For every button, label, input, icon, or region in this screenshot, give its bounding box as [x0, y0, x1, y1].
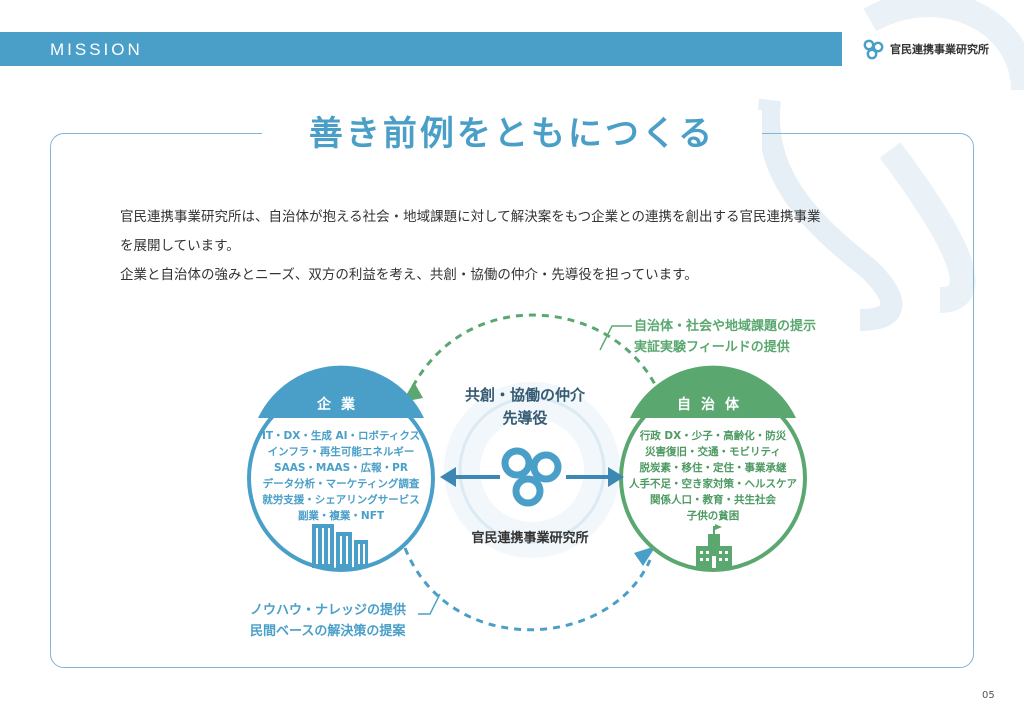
- municipality-title-band: [630, 365, 796, 418]
- city-hall-icon: [696, 524, 732, 568]
- top-flow-annotation: 自治体・社会や地域課題の提示 実証実験フィールドの提供: [634, 316, 816, 358]
- triple-ring-icon: [863, 39, 884, 60]
- center-heading-line: 共創・協働の仲介: [464, 386, 585, 404]
- center-org-name: 官民連携事業研究所: [471, 531, 589, 546]
- left-arrowhead: [440, 467, 456, 487]
- annotation-line: 自治体・社会や地域課題の提示: [634, 319, 817, 334]
- top-leader-line: [599, 325, 632, 351]
- office-buildings-icon: [312, 524, 368, 568]
- company-item: インフラ・再生可能エネルギー: [267, 446, 415, 458]
- bottom-leader-line: [418, 593, 441, 615]
- municipality-item: 人手不足・空き家対策・ヘルスケア: [629, 478, 797, 490]
- description-line: 官民連携事業研究所は、自治体が抱える社会・地域課題に対して解決案をもつ企業との連…: [120, 209, 821, 225]
- company-item: 就労支援・シェアリングサービス: [262, 494, 420, 506]
- municipality-item: 脱炭素・移住・定住・事業承継: [639, 462, 787, 474]
- company-item: データ分析・マーケティング調査: [262, 478, 420, 490]
- annotation-line: 民間ベースの解決策の提案: [250, 624, 406, 639]
- center-heading-line: 先導役: [502, 409, 548, 427]
- municipality-item: 災害復旧・交通・モビリティ: [645, 446, 781, 458]
- page-title: 善き前例をともにつくる: [308, 114, 716, 154]
- company-item: SAAS・MAAS・広報・PR: [274, 462, 408, 474]
- municipality-item: 子供の貧困: [686, 510, 740, 522]
- municipality-title-box: 自治体: [633, 394, 793, 414]
- bottom-flow-annotation: ノウハウ・ナレッジの提供 民間ベースの解決策の提案: [250, 600, 406, 642]
- company-title-box: 企業: [261, 394, 421, 414]
- company-item: IT・DX・生成 AI・ロボティクス: [261, 430, 421, 442]
- municipality-item: 関係人口・教育・共生社会: [650, 494, 776, 506]
- headline-wrap: 善き前例をともにつくる: [262, 110, 762, 158]
- center-heading: 共創・協働の仲介 先導役: [430, 384, 620, 430]
- municipality-item: 行政 DX・少子・高齢化・防災: [639, 430, 787, 442]
- description-line: を展開しています。: [120, 238, 240, 254]
- center-ring: [458, 396, 606, 544]
- company-title-band: [258, 365, 424, 418]
- triple-ring-icon: [501, 447, 562, 507]
- brand-name: 官民連携事業研究所: [890, 43, 989, 56]
- annotation-line: ノウハウ・ナレッジの提供: [250, 603, 407, 618]
- brand: 官民連携事業研究所: [862, 38, 989, 60]
- description: 官民連携事業研究所は、自治体が抱える社会・地域課題に対して解決案をもつ企業との連…: [120, 203, 920, 290]
- page-number: 05: [982, 690, 995, 701]
- section-label: MISSION: [50, 40, 143, 59]
- company-title: 企業: [317, 397, 365, 413]
- right-arrowhead: [608, 467, 624, 487]
- top-flow-arc: [410, 313, 662, 396]
- company-items: IT・DX・生成 AI・ロボティクス インフラ・再生可能エネルギー SAAS・M…: [254, 428, 428, 524]
- company-item: 副業・複業・NFT: [297, 510, 385, 522]
- bottom-flow-arrowhead: [634, 546, 656, 566]
- description-line: 企業と自治体の強みとニーズ、双方の利益を考え、共創・協働の仲介・先導役を担ってい…: [120, 267, 698, 283]
- header-band: [0, 32, 842, 66]
- annotation-line: 実証実験フィールドの提供: [634, 340, 790, 355]
- municipality-title: 自治体: [677, 397, 749, 413]
- municipality-items: 行政 DX・少子・高齢化・防災 災害復旧・交通・モビリティ 脱炭素・移住・定住・…: [626, 428, 800, 524]
- bottom-flow-arc: [403, 547, 652, 632]
